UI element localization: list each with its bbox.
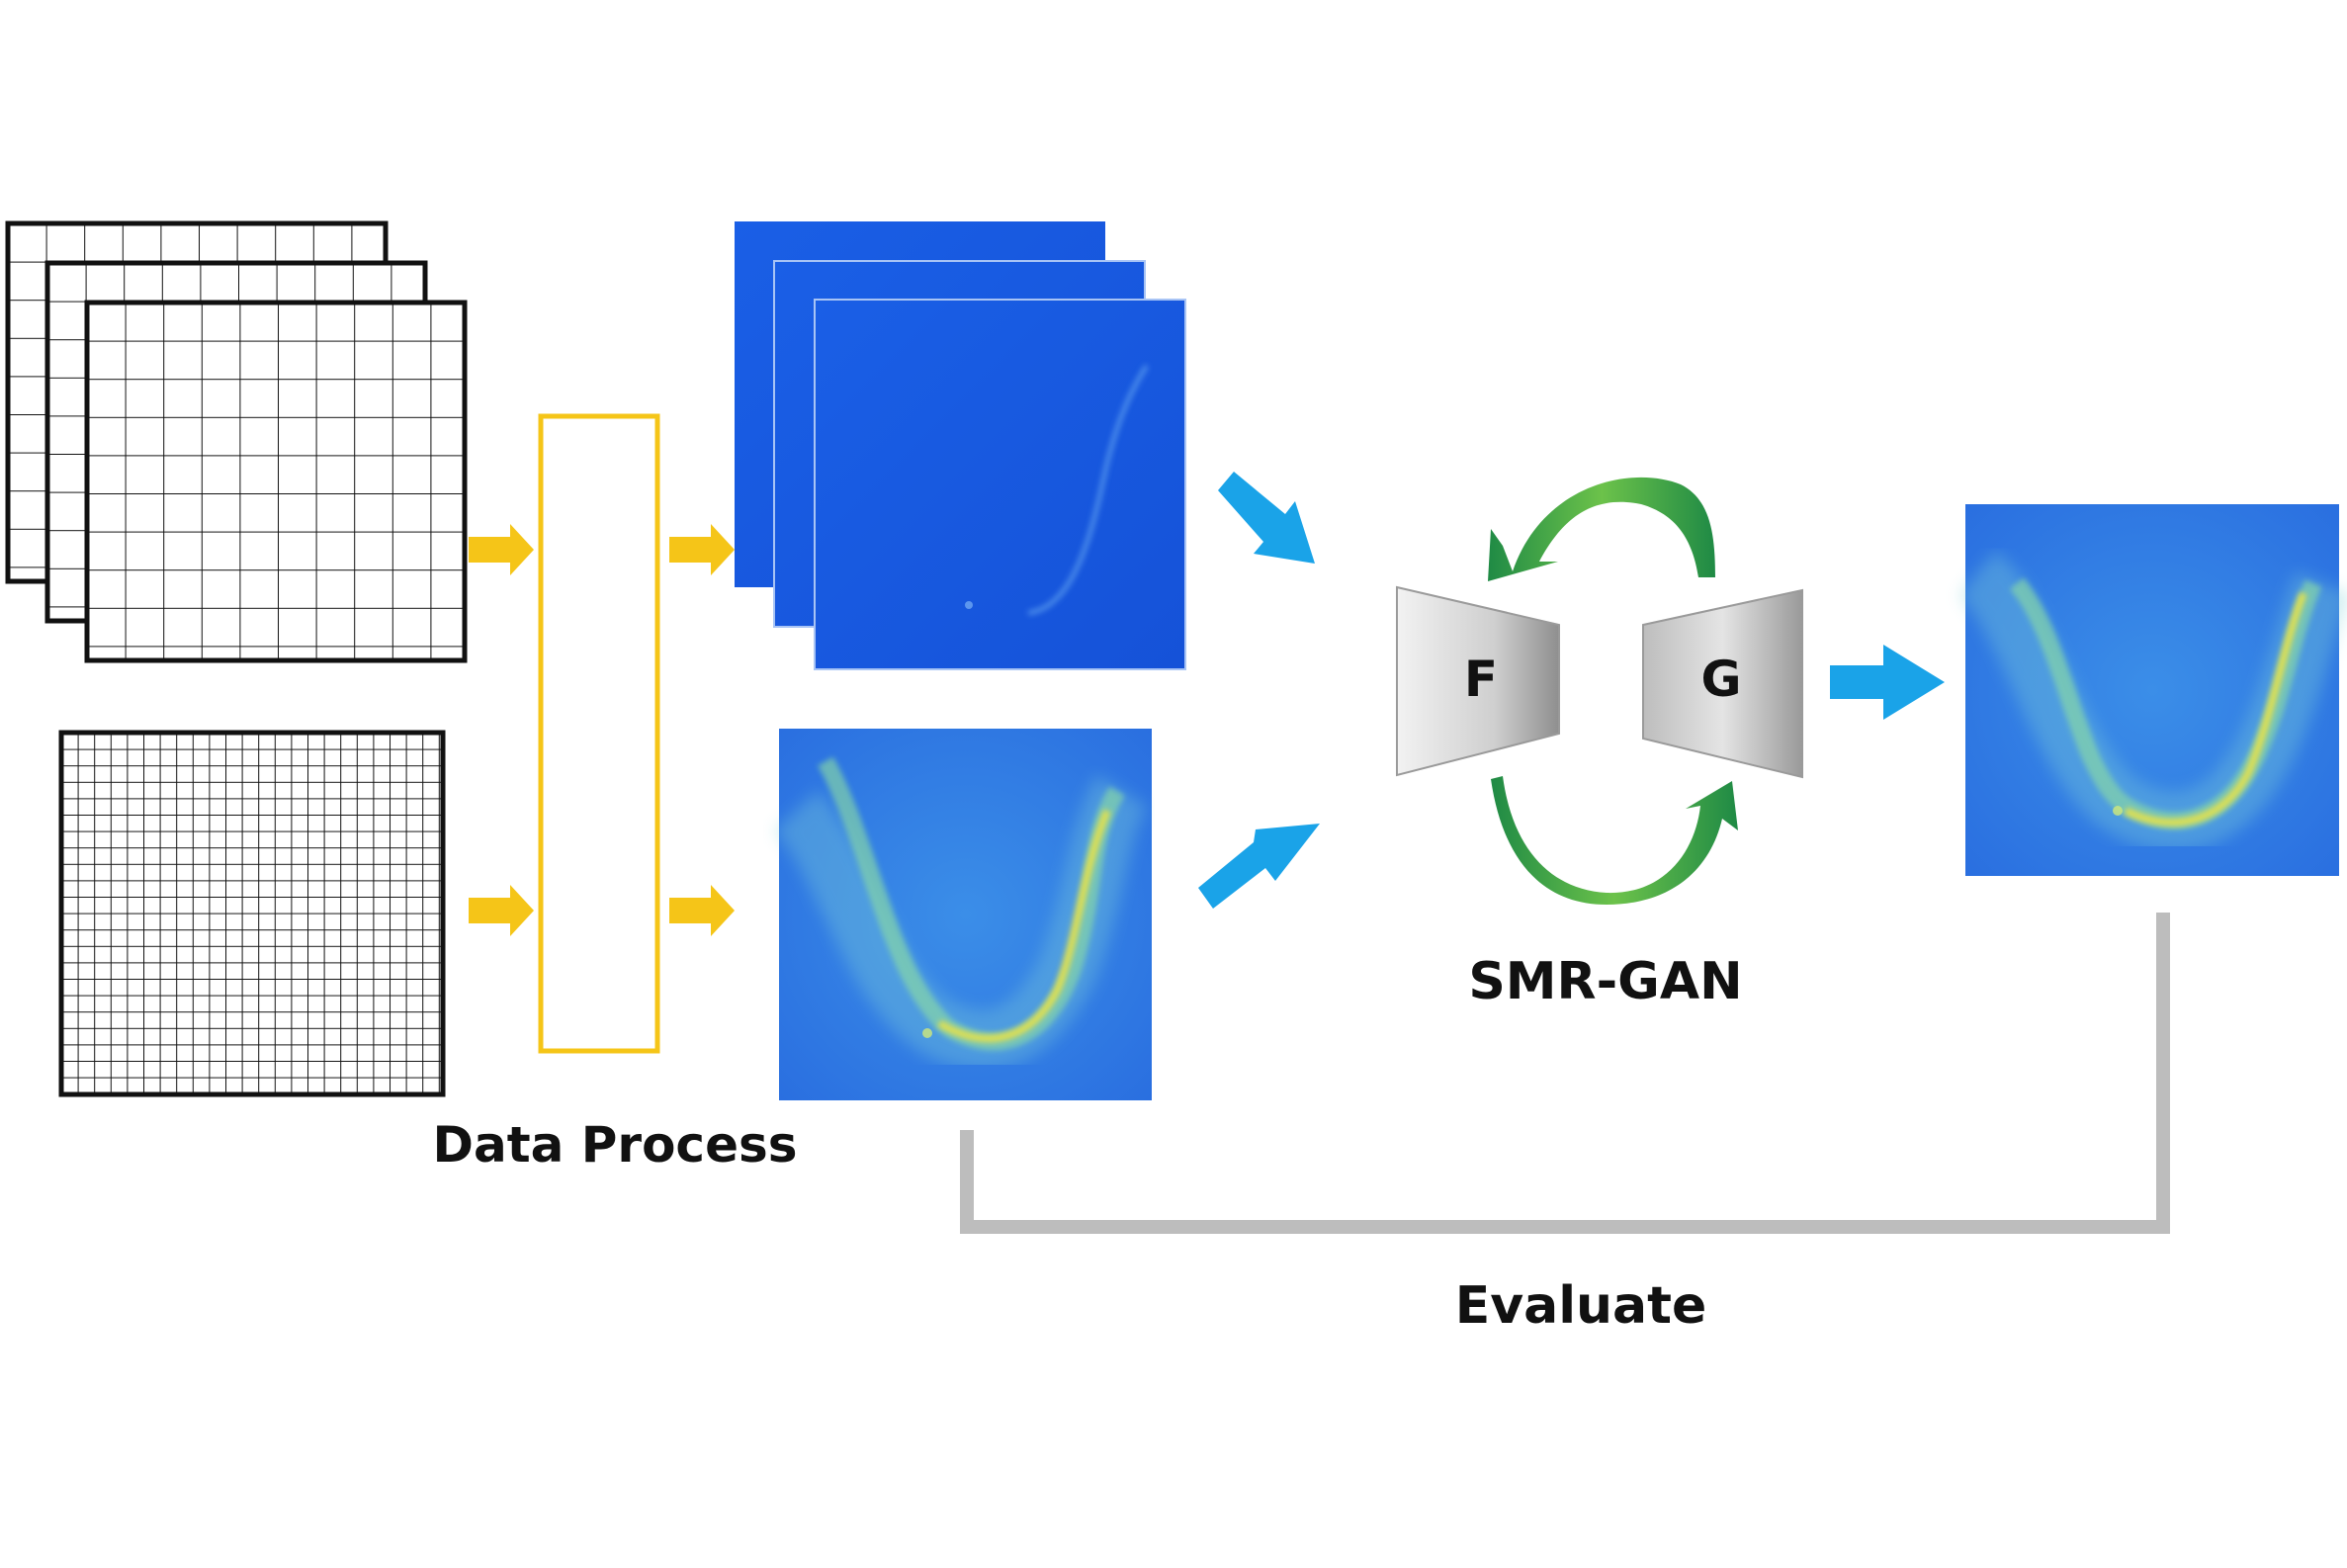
fine-grid [58,730,446,1097]
target-heatmap-image [773,729,1152,1100]
network-g-shape [1642,588,1803,779]
smr-gan-model: F G [1396,477,1803,905]
cycle-arrow-bottom-icon [1491,776,1738,905]
cycle-arrow-top-icon [1488,477,1715,581]
network-f-label: F [1464,651,1498,708]
low-res-image-stack [735,221,1186,670]
network-g-label: G [1700,651,1741,708]
yellow-arrow-icon [669,524,735,936]
yellow-arrow-icon [469,524,534,936]
network-f-shape [1396,585,1560,777]
smr-gan-label: SMR-GAN [1468,952,1742,1011]
generated-heatmap-image [1956,504,2347,876]
data-process-label: Data Process [432,1116,797,1174]
data-process-box [538,413,660,1054]
evaluate-bracket [960,913,2170,1234]
blue-arrow-icon [1830,645,1945,720]
raw-grid-stack [5,220,468,663]
blue-arrow-icon [1198,472,1320,909]
evaluate-label: Evaluate [1455,1276,1707,1336]
